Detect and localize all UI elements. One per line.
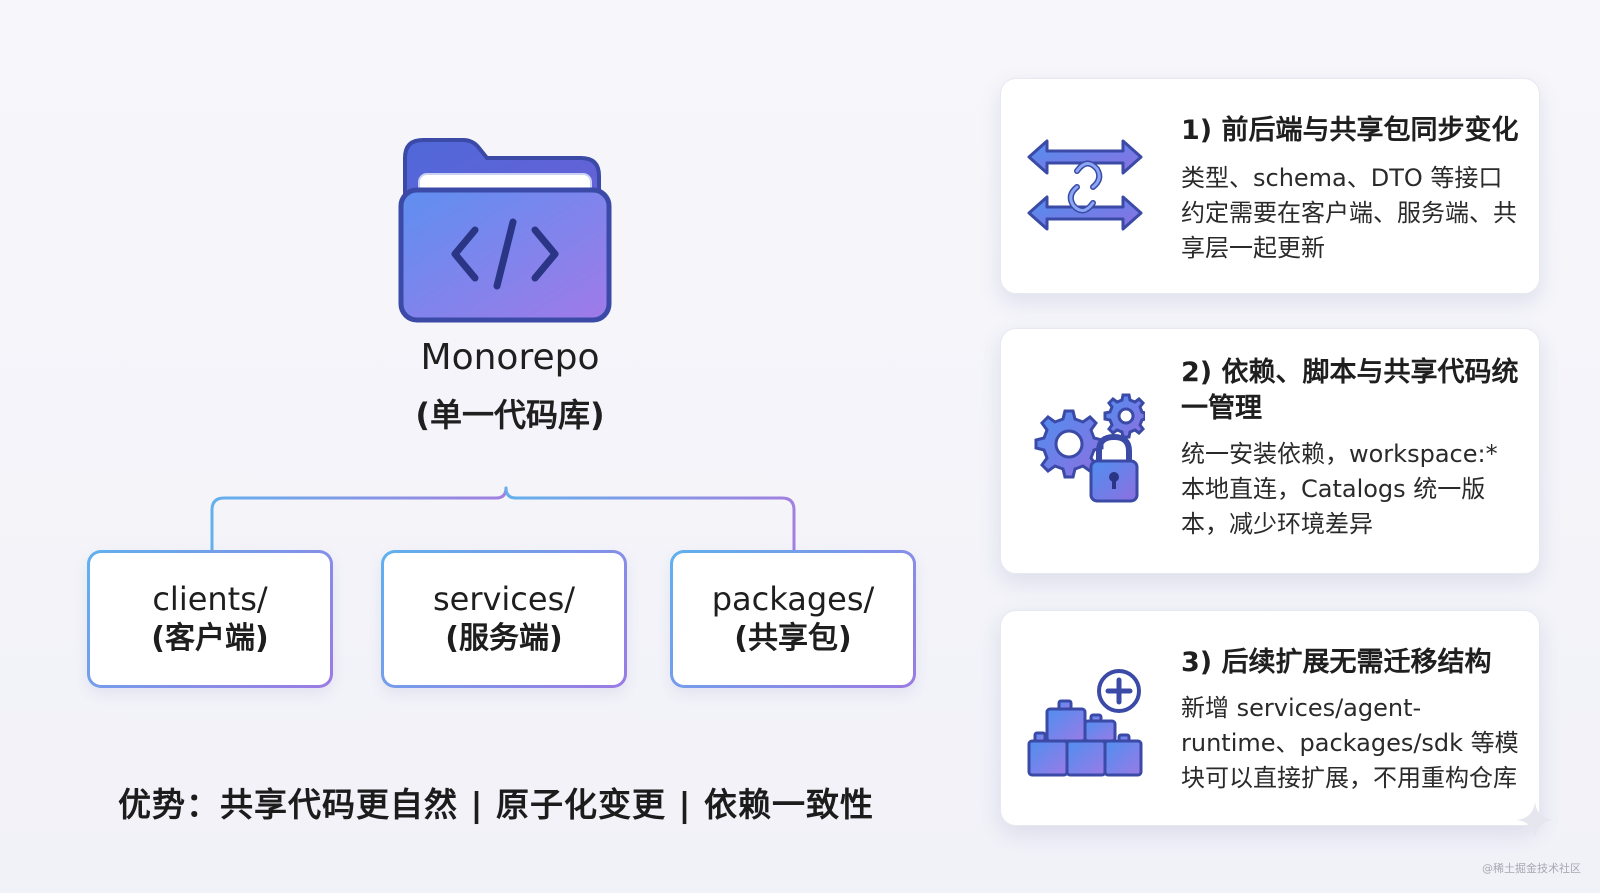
folder-box-clients: clients/ (客户端)	[87, 550, 333, 688]
tree-connector-lines	[210, 448, 796, 552]
folder-desc: (服务端)	[445, 620, 563, 656]
sync-link-arrows-icon	[1027, 139, 1143, 231]
folder-name: services/	[432, 580, 576, 619]
folder-name: clients/	[152, 580, 268, 619]
advantages-text: 优势：共享代码更自然 | 原子化变更 | 依赖一致性	[118, 785, 875, 824]
folder-name: packages/	[711, 580, 875, 619]
card-desc: 类型、schema、DTO 等接口约定需要在客户端、服务端、共享层一起更新	[1181, 164, 1517, 262]
root-title: Monorepo	[420, 337, 600, 378]
folder-box-packages: packages/ (共享包)	[670, 550, 916, 688]
card-title: 2) 依赖、脚本与共享代码统一管理	[1181, 357, 1519, 425]
root-subtitle: (单一代码库)	[415, 396, 605, 434]
feature-card-dependencies: 2) 依赖、脚本与共享代码统一管理 统一安装依赖，workspace:* 本地直…	[1000, 328, 1540, 574]
folder-box-services: services/ (服务端)	[381, 550, 627, 688]
feature-card-sync: 1) 前后端与共享包同步变化 类型、schema、DTO 等接口约定需要在客户端…	[1000, 78, 1540, 294]
card-title: 1) 前后端与共享包同步变化	[1181, 115, 1519, 146]
card-desc: 新增 services/agent-runtime、packages/sdk 等…	[1181, 694, 1519, 792]
blocks-plus-icon	[1027, 669, 1143, 777]
feature-card-extensibility: 3) 后续扩展无需迁移结构 新增 services/agent-runtime、…	[1000, 610, 1540, 826]
gears-lock-icon	[1034, 393, 1145, 503]
sparkle-icon	[1517, 802, 1553, 838]
folder-desc: (客户端)	[151, 620, 269, 656]
folder-desc: (共享包)	[734, 620, 852, 656]
watermark: @稀土掘金技术社区	[1482, 862, 1581, 875]
code-folder-icon	[398, 138, 612, 323]
card-desc: 统一安装依赖，workspace:* 本地直连，Catalogs 统一版本，减少…	[1181, 440, 1498, 538]
card-title: 3) 后续扩展无需迁移结构	[1181, 647, 1492, 678]
